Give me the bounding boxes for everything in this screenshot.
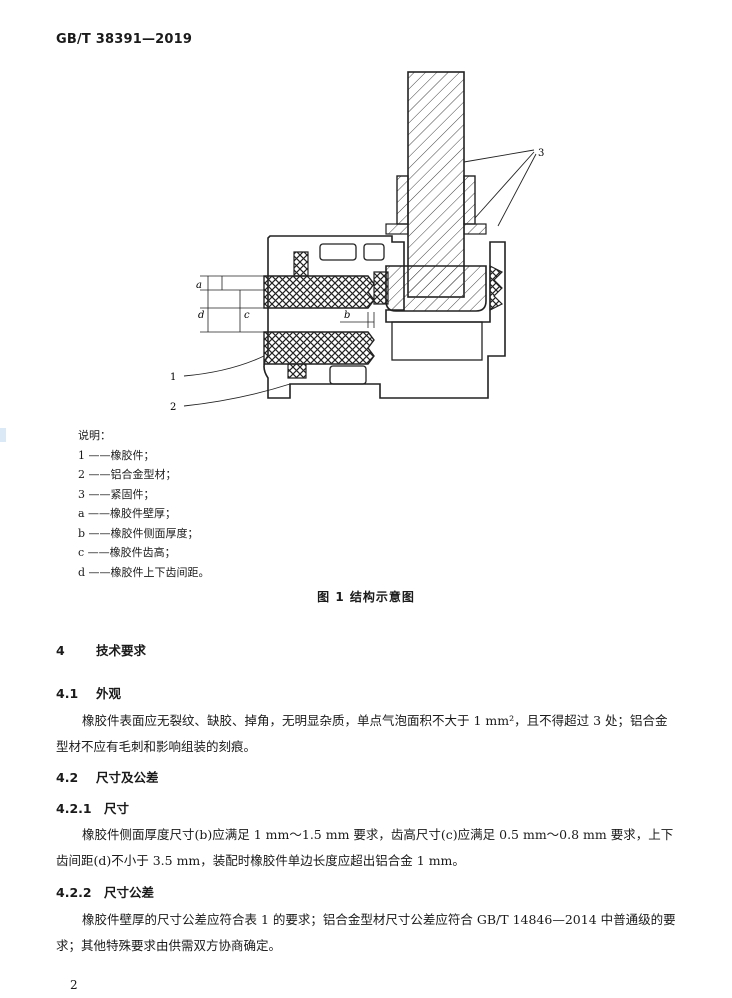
section-title: 尺寸及公差 xyxy=(96,770,159,785)
rubber-lower-tab xyxy=(287,363,307,379)
legend-item: b ——橡胶件侧面厚度； xyxy=(78,526,199,540)
section-number: 4.1 xyxy=(56,686,79,701)
legend-item: c ——橡胶件齿高； xyxy=(78,546,176,559)
legend-item: d ——橡胶件上下齿间距。 xyxy=(78,565,210,579)
section-heading-4-1: 4.1 外观 xyxy=(56,683,121,702)
washer-right xyxy=(463,223,487,235)
section-number: 4.2 xyxy=(56,770,79,785)
paragraph-4-2-2: 橡胶件壁厚的尺寸公差应符合表 1 的要求；铝合金型材尺寸公差应符合 GB/T 1… xyxy=(56,912,676,953)
paragraph-4-2-1: 橡胶件侧面厚度尺寸(b)应满足 1 mm～1.5 mm 要求，齿高尺寸(c)应满… xyxy=(56,827,674,868)
standard-number-header: GB/T 38391—2019 xyxy=(56,32,193,47)
rubber-upper-tab xyxy=(293,251,309,277)
section-title: 尺寸 xyxy=(104,801,130,816)
section-number: 4 xyxy=(56,643,65,658)
section-heading-4-2-2: 4.2.2 尺寸公差 xyxy=(56,882,154,901)
nut-head xyxy=(385,265,487,312)
dim-a: a xyxy=(196,280,202,291)
slot-top-2 xyxy=(363,243,385,261)
section-title: 尺寸公差 xyxy=(104,885,155,900)
callout-3: 3 xyxy=(538,148,544,159)
rubber-mid xyxy=(373,271,389,305)
dim-d: d xyxy=(198,310,204,321)
section-number: 4.2.2 xyxy=(56,885,92,900)
structure-diagram: a b c d 1 2 3 xyxy=(170,71,544,413)
section-heading-4: 4 技术要求 xyxy=(56,640,146,659)
slot-bottom xyxy=(329,365,367,385)
dim-b: b xyxy=(344,310,350,321)
callout-1: 1 xyxy=(170,372,176,383)
section-title: 技术要求 xyxy=(96,643,147,658)
legend-item: 1 ——橡胶件； xyxy=(78,448,155,462)
bolt-side-left xyxy=(396,175,409,225)
bolt-side-right xyxy=(463,175,476,225)
page-number: 2 xyxy=(70,978,78,992)
washer-left xyxy=(385,223,409,235)
section-heading-4-2-1: 4.2.1 尺寸 xyxy=(56,798,129,817)
bolt-shank xyxy=(407,71,465,298)
rubber-right xyxy=(489,265,504,311)
dim-c: c xyxy=(244,310,250,321)
legend-item: a ——橡胶件壁厚； xyxy=(78,507,177,520)
rubber-upper xyxy=(263,275,375,309)
paragraph-4-1: 橡胶件表面应无裂纹、缺胶、掉角，无明显杂质，单点气泡面积不大于 1 mm²，且不… xyxy=(56,713,668,754)
slot-top-1 xyxy=(319,243,357,261)
figure-caption: 图 1 结构示意图 xyxy=(317,590,415,604)
legend-title: 说明： xyxy=(78,429,111,442)
legend-item: 3 ——紧固件； xyxy=(78,487,155,501)
rubber-lower xyxy=(263,331,375,365)
section-number: 4.2.1 xyxy=(56,801,92,816)
section-title: 外观 xyxy=(96,686,122,701)
profile-cavity xyxy=(391,321,483,361)
callout-2: 2 xyxy=(170,402,176,413)
margin-mark xyxy=(0,428,6,442)
figure-legend: 说明： 1 ——橡胶件； 2 ——铝合金型材； 3 ——紧固件； a ——橡胶件… xyxy=(78,426,210,582)
section-heading-4-2: 4.2 尺寸及公差 xyxy=(56,767,159,786)
legend-item: 2 ——铝合金型材； xyxy=(78,468,177,481)
